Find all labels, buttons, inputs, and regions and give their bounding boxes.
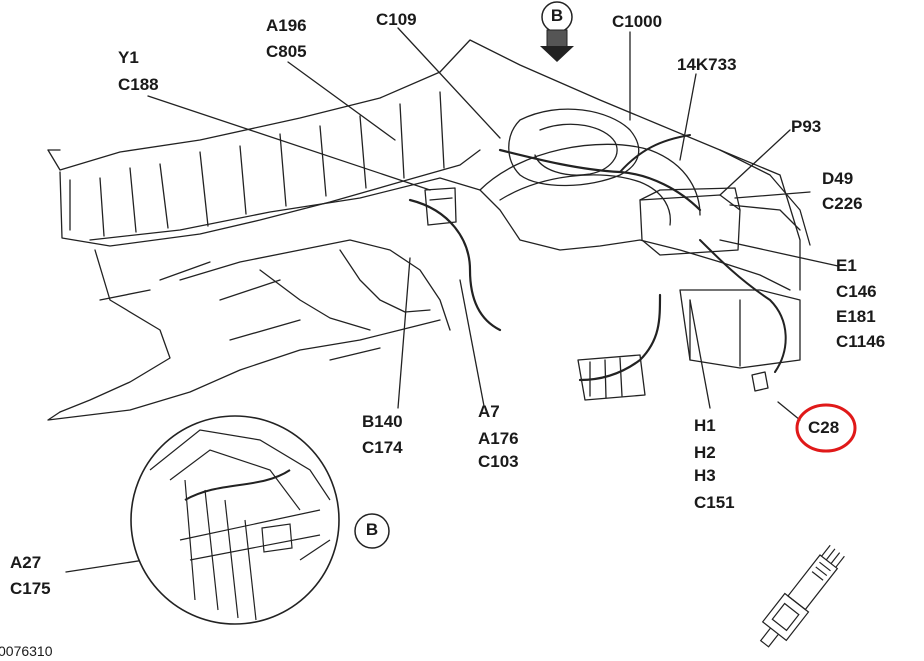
label-c151: C151: [694, 493, 735, 512]
label-c1146: C1146: [836, 332, 886, 351]
label-c188: C188: [118, 75, 159, 94]
label-h2: H2: [694, 443, 716, 462]
label-c146: C146: [836, 282, 877, 301]
view-arrow-icon: [540, 1, 574, 62]
label-c175: C175: [10, 579, 51, 598]
label-h1: H1: [694, 416, 716, 435]
label-b140: B140: [362, 412, 403, 431]
connector-icon: [759, 544, 845, 648]
c28-highlight-ring: [795, 403, 857, 453]
label-y1: Y1: [118, 48, 139, 67]
label-a27: A27: [10, 553, 42, 572]
label-e181: E181: [836, 307, 876, 326]
label-c226: C226: [822, 194, 863, 213]
label-14k733: 14K733: [677, 55, 737, 74]
label-c28: C28: [808, 418, 840, 437]
document-id: 0076310: [0, 643, 53, 659]
label-e1: E1: [836, 256, 857, 275]
label-h3: H3: [694, 466, 716, 485]
label-a176: A176: [478, 429, 519, 448]
label-c174: C174: [362, 438, 403, 457]
label-c805: C805: [266, 42, 307, 61]
label-c103: C103: [478, 452, 519, 471]
label-a196: A196: [266, 16, 307, 35]
detail-callout-icon: [130, 415, 340, 625]
label-a7: A7: [478, 402, 500, 421]
label-c109: C109: [376, 10, 417, 29]
label-c1000: C1000: [612, 12, 663, 31]
label-d49: D49: [822, 169, 854, 188]
detail-marker-circle: [354, 513, 390, 549]
view-marker-b-label: B: [550, 6, 564, 25]
label-p93: P93: [791, 117, 822, 136]
detail-marker-b-label: B: [365, 520, 379, 539]
